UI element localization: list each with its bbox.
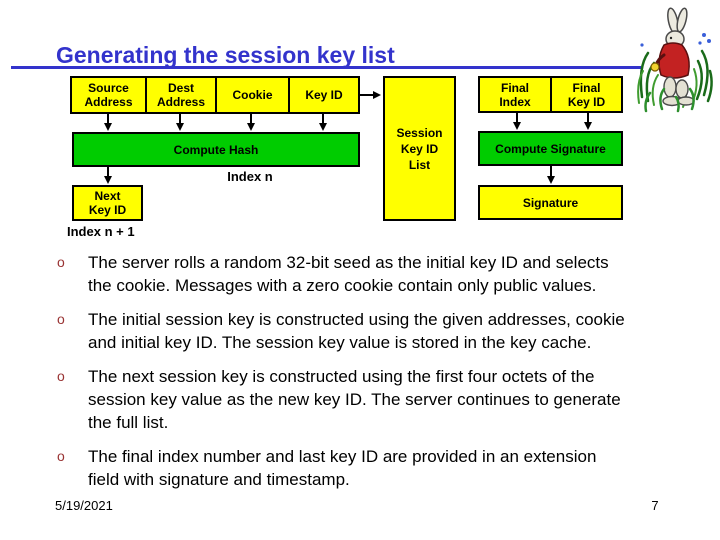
box-final-key-id: Final Key ID [550,76,623,113]
title-underline-rule [11,66,641,69]
label-index-n-plus-1: Index n + 1 [67,224,135,239]
slide-title: Generating the session key list [56,42,395,68]
bullet-text: The next session key is constructed usin… [88,367,621,432]
bullet-text: The final index number and last key ID a… [88,447,597,489]
bullet-text: The server rolls a random 32-bit seed as… [88,253,609,295]
box-cookie: Cookie [215,76,290,114]
bullet-item: o The initial session key is constructed… [57,308,667,354]
bullet-marker: o [57,311,65,327]
label-index-n: Index n [227,169,273,184]
box-session-key-id-list: Session Key ID List [383,76,456,221]
box-source-address: Source Address [70,76,147,114]
footer-page-number: 7 [651,498,659,513]
bullet-marker: o [57,448,65,464]
box-final-index: Final Index [478,76,552,113]
box-dest-address: Dest Address [145,76,217,114]
box-signature: Signature [478,185,623,220]
bullet-marker: o [57,368,65,384]
bullet-text: The initial session key is constructed u… [88,310,625,352]
white-rabbit-icon [637,7,713,113]
footer-date: 5/19/2021 [55,498,113,513]
box-compute-signature: Compute Signature [478,131,623,166]
bullet-item: o The next session key is constructed us… [57,365,667,434]
bullet-item: o The final index number and last key ID… [57,445,667,491]
bullet-marker: o [57,254,65,270]
box-next-key-id: Next Key ID [72,185,143,221]
bullet-item: o The server rolls a random 32-bit seed … [57,251,667,297]
bullet-list: o The server rolls a random 32-bit seed … [57,251,667,502]
box-compute-hash: Compute Hash [72,132,360,167]
box-key-id: Key ID [288,76,360,114]
